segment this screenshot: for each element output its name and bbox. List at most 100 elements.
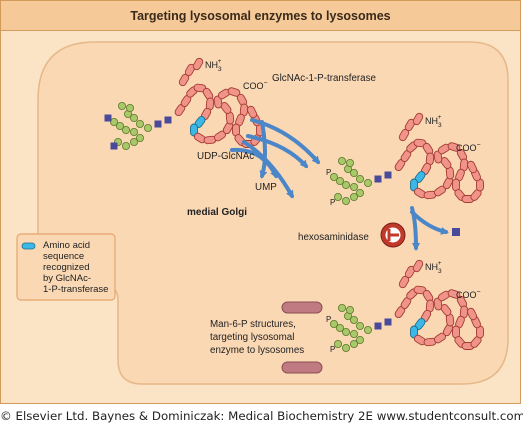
enzyme-icon: [380, 222, 406, 248]
process-arrow-icon: [230, 118, 449, 251]
title-bar: Targeting lysosomal enzymes to lysosomes: [1, 1, 520, 31]
sugar-residue: [349, 339, 358, 348]
sugar-residue: [122, 141, 131, 150]
carboxyl-terminus-label: COO−: [456, 142, 481, 153]
legend-line-4: by GlcNAc-: [43, 273, 92, 284]
sugar-residue: [355, 188, 364, 197]
sugar-residue: [355, 321, 364, 330]
hexosaminidase-label: hexosaminidase: [298, 232, 369, 243]
sugar-residue: [110, 118, 119, 127]
sugar-residue: [349, 192, 358, 201]
peptide-bead: [404, 265, 416, 279]
lysosomal-enzyme-2: PP: [326, 112, 484, 207]
peptide-bead: [447, 289, 461, 299]
peptide-bead: [466, 307, 478, 321]
sugar-residue: [333, 339, 342, 348]
lysosomal-enzyme-3: PP: [326, 259, 484, 354]
golgi-label: medial Golgi: [187, 207, 247, 218]
phosphate-label: P: [330, 345, 335, 354]
glcnac-residue: [110, 142, 118, 150]
nh3-subscript: 3: [438, 122, 442, 129]
peptide-bead: [440, 304, 452, 316]
sugar-residue: [329, 172, 338, 181]
sugar-residue: [341, 327, 350, 336]
sugar-residue: [341, 180, 350, 189]
sugar-residue: [363, 325, 372, 334]
diagram-canvas: PP PP GlcNAc-1-P-transferase UDP-GlcNAc …: [16, 41, 509, 385]
carboxyl-terminus-label: COO−: [456, 289, 481, 300]
man6p-line-2: targeting lysosomal: [210, 332, 294, 343]
sugar-residue: [363, 178, 372, 187]
sugar-residue: [335, 323, 344, 332]
lysosomal-enzyme-1: [104, 57, 264, 150]
legend-line-1: Amino acid: [43, 240, 90, 251]
legend-line-3: recognized: [43, 262, 90, 273]
sugar-residue: [349, 168, 358, 177]
peptide-bead: [227, 87, 241, 97]
peptide-bead: [220, 102, 232, 114]
membrane-top: [281, 301, 323, 314]
sugar-residue: [337, 303, 346, 312]
carboxyl-terminus-label: COO−: [243, 80, 268, 91]
sugar-residue: [129, 137, 138, 146]
sugar-residue: [341, 196, 350, 205]
peptide-bead: [246, 105, 258, 119]
peptide-bead: [412, 259, 424, 273]
glcnac-residue: [374, 322, 382, 330]
sugar-residue: [118, 102, 127, 111]
sugar-residue: [337, 156, 346, 165]
sugar-residue: [333, 192, 342, 201]
peptide-bead: [404, 118, 416, 132]
sugar-residue: [341, 343, 350, 352]
phosphate-label: P: [326, 168, 331, 177]
nh3-subscript: 3: [438, 268, 442, 275]
sugar-residue: [345, 305, 354, 314]
sugar-residue: [116, 122, 125, 131]
sugar-residue: [126, 104, 135, 113]
membrane-bottom: [281, 361, 323, 374]
sugar-residue: [355, 174, 364, 183]
glcnac-residue: [154, 120, 162, 128]
sugar-residue: [329, 319, 338, 328]
legend-box: [16, 233, 116, 301]
legend-line-5: 1-P-transferase: [43, 284, 109, 295]
coo-superscript: −: [264, 80, 268, 87]
amino-terminus-label: NH3+: [425, 114, 442, 129]
glcnac-residue: [104, 114, 112, 122]
udp-glcnac-label: UDP-GlcNAc: [197, 151, 254, 162]
sugar-residue: [355, 335, 364, 344]
sugar-residue: [345, 158, 354, 167]
peptide-bead: [433, 150, 443, 164]
nh3-subscript: 3: [218, 66, 222, 73]
copyright-footer: © Elsevier Ltd. Baynes & Dominiczak: Med…: [0, 409, 523, 423]
sugar-residue: [335, 176, 344, 185]
peptide-bead: [440, 157, 452, 169]
legend-text: Amino acid sequence recognized by GlcNAc…: [31, 240, 117, 295]
legend-recognition-swatch: [21, 242, 36, 250]
man6p-line-1: Man-6-P structures,: [210, 319, 296, 330]
coo-superscript: −: [477, 142, 481, 149]
legend-line-2: sequence: [43, 251, 85, 262]
released-glcnac: [452, 228, 460, 236]
sugar-residue: [143, 124, 152, 133]
nh3-superscript: +: [438, 260, 442, 267]
ump-label: UMP: [255, 182, 277, 193]
glcnac-residue: [164, 116, 172, 124]
nh3-superscript: +: [218, 58, 222, 65]
sugar-residue: [349, 182, 358, 191]
peptide-bead: [466, 160, 478, 174]
man6p-line-3: enzyme to lysosomes: [210, 345, 304, 356]
phosphate-label: P: [326, 315, 331, 324]
transferase-label: GlcNAc-1-P-transferase: [272, 73, 377, 84]
coo-superscript: −: [477, 289, 481, 296]
sugar-residue: [135, 133, 144, 142]
nh3-superscript: +: [438, 114, 442, 121]
sugar-residue: [349, 329, 358, 338]
peptide-bead: [213, 95, 223, 109]
peptide-bead: [192, 57, 204, 71]
glcnac-residue: [374, 175, 382, 183]
amino-terminus-label: NH3+: [205, 58, 222, 73]
glcnac-residue: [384, 318, 392, 326]
sugar-residue: [122, 126, 131, 135]
figure-title: Targeting lysosomal enzymes to lysosomes: [130, 8, 391, 23]
